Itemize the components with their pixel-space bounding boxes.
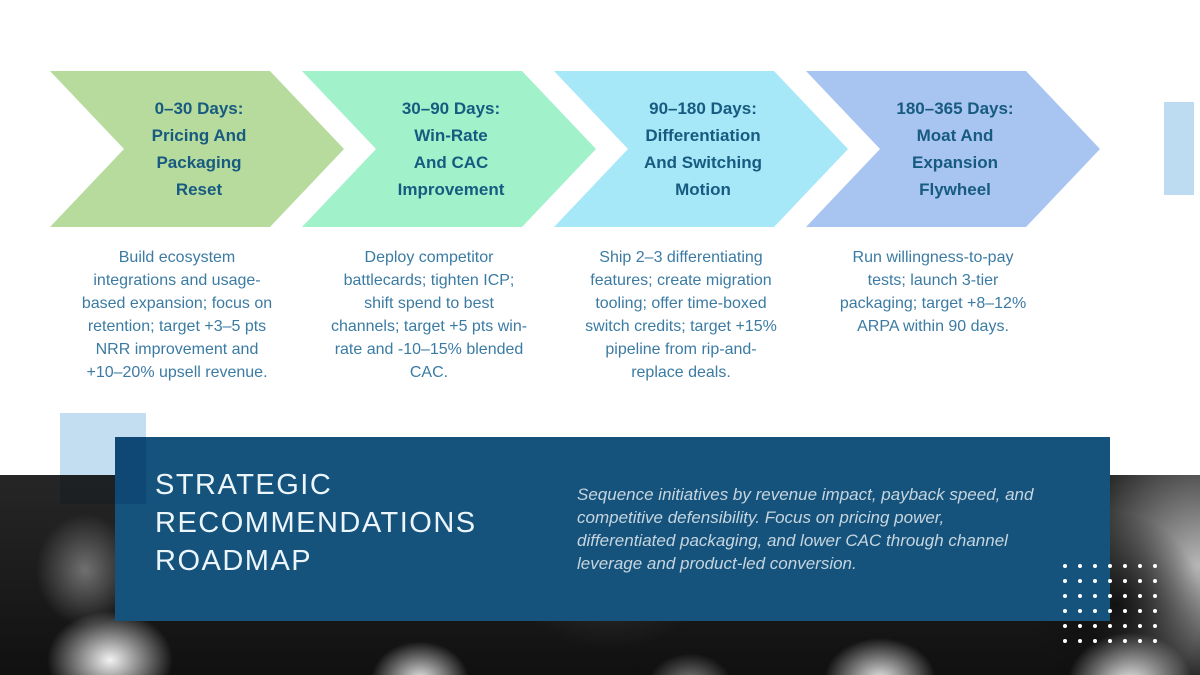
dot — [1138, 609, 1142, 613]
dot — [1108, 609, 1112, 613]
dot — [1138, 594, 1142, 598]
page-title: STRATEGIC RECOMMENDATIONS ROADMAP — [155, 469, 477, 577]
dot — [1063, 609, 1067, 613]
roadmap-phase-2: 30–90 Days: Win-Rate And CAC Improvement… — [302, 71, 596, 491]
roadmap-phase-4: 180–365 Days: Moat And Expansion Flywhee… — [806, 71, 1100, 491]
dot — [1123, 609, 1127, 613]
phase-heading: 0–30 Days: Pricing And Packaging Reset — [151, 99, 247, 199]
phase-arrow-icon — [50, 71, 344, 227]
dot — [1123, 594, 1127, 598]
dot — [1108, 579, 1112, 583]
dot — [1063, 564, 1067, 568]
dot — [1108, 624, 1112, 628]
dot — [1078, 579, 1082, 583]
dot — [1093, 594, 1097, 598]
dot — [1153, 624, 1157, 628]
dot — [1093, 639, 1097, 643]
phase-heading: 90–180 Days: Differentiation And Switchi… — [643, 99, 763, 199]
dot — [1153, 579, 1157, 583]
dot — [1063, 594, 1067, 598]
dot — [1093, 564, 1097, 568]
dot — [1153, 639, 1157, 643]
dot — [1138, 639, 1142, 643]
roadmap-phase-1: 0–30 Days: Pricing And Packaging Reset B… — [50, 71, 344, 491]
dot — [1078, 609, 1082, 613]
dot — [1108, 594, 1112, 598]
phase-description: Build ecosystem integrations and usage-b… — [81, 249, 273, 381]
dot — [1123, 579, 1127, 583]
phase-arrow-icon — [554, 71, 848, 227]
dot — [1153, 594, 1157, 598]
dot — [1108, 639, 1112, 643]
dot — [1093, 624, 1097, 628]
phase-heading: 30–90 Days: Win-Rate And CAC Improvement — [397, 99, 505, 199]
dot — [1093, 609, 1097, 613]
dot — [1063, 579, 1067, 583]
dot — [1063, 624, 1067, 628]
phase-description: Ship 2–3 differentiating features; creat… — [585, 249, 777, 381]
dot — [1078, 564, 1082, 568]
dot — [1078, 624, 1082, 628]
banner-subtitle: Sequence initiatives by revenue impact, … — [577, 485, 1034, 573]
dot — [1123, 624, 1127, 628]
dot — [1138, 564, 1142, 568]
roadmap-phase-3: 90–180 Days: Differentiation And Switchi… — [554, 71, 848, 491]
dot — [1108, 564, 1112, 568]
accent-rect-topright — [1164, 102, 1194, 195]
phase-description: Run willingness-to-pay tests; launch 3-t… — [839, 249, 1027, 335]
dot-grid — [1063, 564, 1157, 643]
phase-description: Deploy competitor battlecards; tighten I… — [330, 249, 528, 381]
dot — [1078, 639, 1082, 643]
dot — [1138, 579, 1142, 583]
dot — [1123, 564, 1127, 568]
phase-arrow-icon — [302, 71, 596, 227]
footer-banner — [115, 437, 1110, 621]
dot — [1123, 639, 1127, 643]
phase-heading: 180–365 Days: Moat And Expansion Flywhee… — [896, 99, 1014, 199]
dot — [1093, 579, 1097, 583]
dot — [1153, 609, 1157, 613]
dot — [1153, 564, 1157, 568]
dot — [1063, 639, 1067, 643]
phase-arrow-icon — [806, 71, 1100, 227]
accent-square-left — [60, 413, 146, 504]
dot — [1138, 624, 1142, 628]
dot — [1078, 594, 1082, 598]
